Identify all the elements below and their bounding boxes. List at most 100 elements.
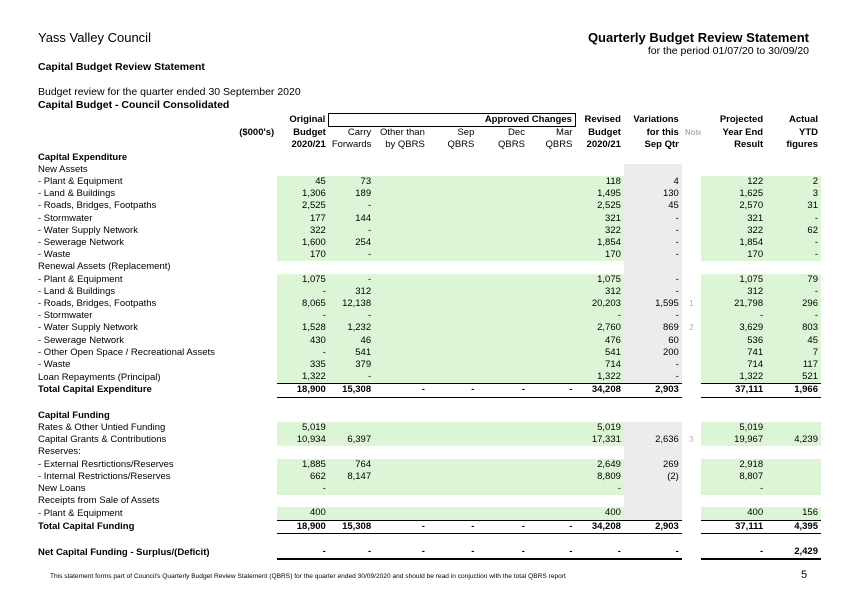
- value-cell: -: [374, 546, 428, 561]
- value-cell: [374, 470, 428, 484]
- value-cell: 714: [575, 359, 624, 372]
- reporting-period: for the period 01/07/20 to 30/09/20: [647, 45, 809, 57]
- value-cell: 118: [575, 176, 624, 189]
- value-cell: -: [328, 273, 375, 286]
- value-cell: [277, 410, 329, 422]
- value-cell: [374, 483, 428, 496]
- value-cell: [427, 470, 478, 484]
- value-cell: [374, 434, 428, 447]
- table-row: New Loans---: [38, 483, 821, 496]
- col-variations-h3: Sep Qtr: [644, 139, 679, 151]
- note-ref: [682, 384, 701, 397]
- value-cell: [527, 298, 576, 311]
- value-cell: 2,525: [277, 200, 329, 213]
- value-cell: -: [575, 546, 624, 561]
- document-title: Quarterly Budget Review Statement: [587, 30, 809, 45]
- value-cell: 2,649: [575, 458, 624, 471]
- header-row-3: 2020/21 Forwards by QBRS QBRS QBRS QBRS …: [38, 139, 821, 151]
- value-cell: [527, 507, 576, 521]
- table-row: Receipts from Sale of Assets: [38, 495, 821, 508]
- value-cell: 2,903: [623, 383, 682, 398]
- note-ref: [682, 310, 701, 322]
- value-cell: [427, 237, 478, 250]
- value-cell: [766, 458, 821, 471]
- value-cell: [527, 334, 576, 347]
- value-cell: [527, 273, 576, 286]
- value-cell: [277, 261, 329, 273]
- value-cell: [374, 249, 428, 262]
- value-cell: [477, 422, 528, 435]
- value-cell: 1,854: [700, 237, 767, 250]
- value-cell: [374, 533, 428, 546]
- col-notes-header: Notes: [684, 127, 701, 137]
- value-cell: [477, 483, 528, 496]
- value-cell: [427, 422, 478, 435]
- value-cell: [477, 495, 528, 507]
- value-cell: -: [766, 237, 821, 250]
- table-row: [38, 533, 821, 546]
- value-cell: [374, 397, 428, 410]
- value-cell: 476: [575, 334, 624, 347]
- value-cell: [477, 261, 528, 273]
- value-cell: 177: [277, 212, 329, 225]
- value-cell: [329, 152, 374, 164]
- note-ref: [682, 359, 701, 371]
- value-cell: 5,019: [575, 422, 624, 435]
- value-cell: [701, 164, 766, 176]
- value-cell: [277, 495, 329, 507]
- table-row: [38, 397, 821, 410]
- header-row-2: ($000's) Budget Carry Other than Sep Dec…: [38, 127, 821, 140]
- value-cell: [477, 164, 528, 176]
- value-cell: -: [623, 273, 682, 286]
- table-row: Loan Repayments (Principal)1,322-1,322-1…: [38, 371, 821, 384]
- row-label: - Roads, Bridges, Footpaths: [38, 298, 157, 310]
- value-cell: [427, 249, 478, 262]
- row-label: - Water Supply Network: [38, 322, 138, 334]
- value-cell: [428, 152, 478, 164]
- value-cell: 312: [328, 285, 375, 299]
- value-cell: [766, 261, 821, 273]
- table-row: - Stormwater------: [38, 310, 821, 323]
- value-cell: -: [766, 310, 821, 323]
- value-cell: [527, 359, 576, 372]
- value-cell: 31: [766, 200, 821, 213]
- value-cell: [374, 188, 428, 201]
- value-cell: [374, 285, 428, 299]
- note-ref: [682, 261, 701, 273]
- value-cell: [527, 470, 576, 484]
- value-cell: -: [328, 310, 375, 323]
- value-cell: 1,625: [700, 188, 767, 201]
- value-cell: 1,966: [766, 383, 821, 398]
- value-cell: -: [328, 371, 375, 384]
- row-label: Total Capital Funding: [38, 520, 135, 532]
- value-cell: [766, 483, 821, 496]
- value-cell: [374, 446, 428, 458]
- value-cell: [427, 359, 478, 372]
- value-cell: 541: [328, 346, 375, 360]
- value-cell: 19,967: [700, 434, 767, 447]
- value-cell: 1,075: [575, 273, 624, 286]
- value-cell: [766, 164, 821, 176]
- value-cell: [527, 371, 576, 384]
- note-ref: [682, 225, 701, 237]
- col-dec-h2: QBRS: [498, 139, 525, 151]
- col-projected-h2: Year End: [722, 126, 764, 138]
- value-cell: [427, 188, 478, 201]
- value-cell: [374, 152, 428, 164]
- value-cell: [575, 410, 623, 422]
- col-sep-h1: Sep: [457, 127, 475, 139]
- value-cell: [277, 164, 329, 176]
- value-cell: 8,065: [277, 298, 329, 311]
- value-cell: 321: [700, 212, 767, 225]
- value-cell: [427, 200, 478, 213]
- value-cell: [477, 237, 528, 250]
- footer-note: This statement forms part of Council's Q…: [50, 573, 566, 580]
- note-ref: [682, 152, 701, 164]
- value-cell: [477, 310, 528, 323]
